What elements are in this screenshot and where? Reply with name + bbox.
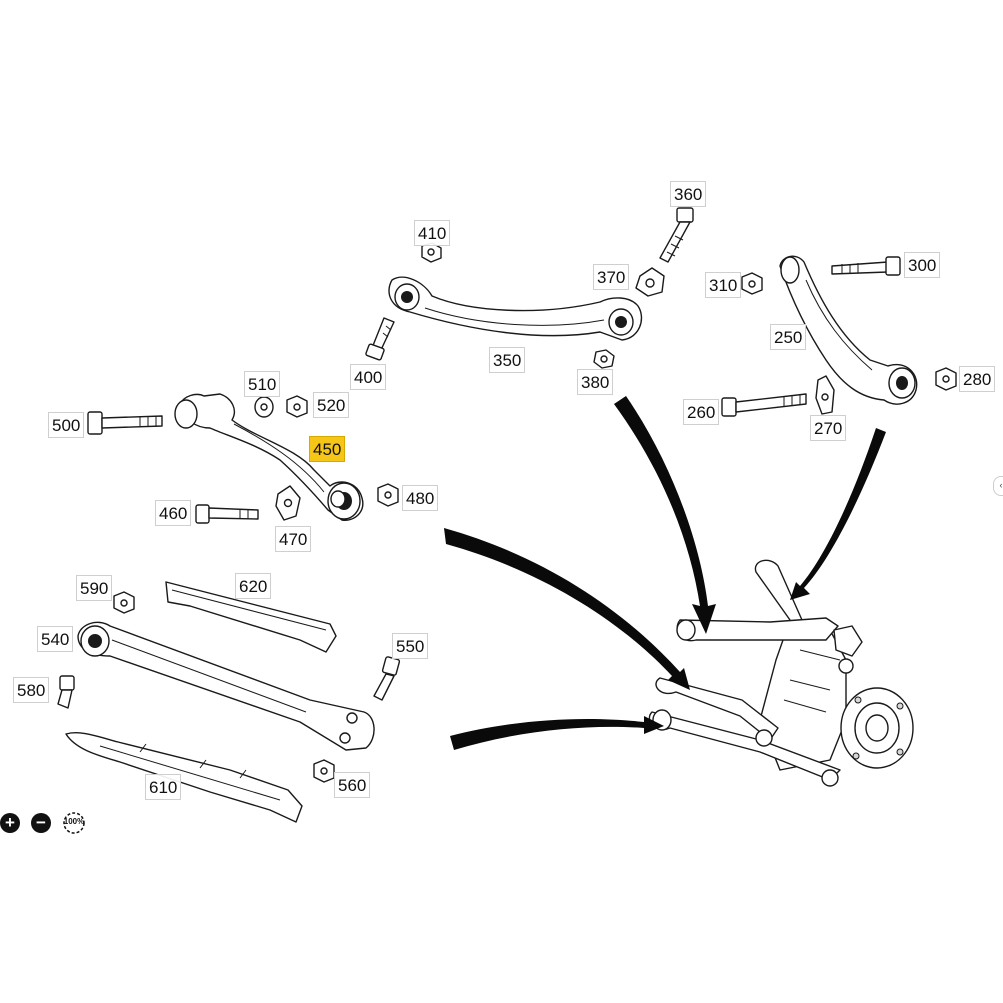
callout-280[interactable]: 280 xyxy=(959,366,996,392)
part-260-bolt[interactable] xyxy=(721,393,807,417)
callout-500[interactable]: 500 xyxy=(48,412,85,438)
zoom-reset-label: 100% xyxy=(63,817,85,826)
callout-610[interactable]: 610 xyxy=(145,774,182,800)
callout-300[interactable]: 300 xyxy=(904,252,941,278)
part-460-bolt[interactable] xyxy=(195,504,259,524)
part-350-upper-link[interactable] xyxy=(388,276,643,341)
part-610-underbody-panel[interactable] xyxy=(65,732,303,823)
callout-380[interactable]: 380 xyxy=(577,369,614,395)
part-520-nut[interactable] xyxy=(286,395,308,418)
part-360-bolt[interactable] xyxy=(659,207,694,263)
part-510-washer[interactable] xyxy=(254,396,274,418)
callout-450-highlighted[interactable]: 450 xyxy=(309,436,346,462)
assembled-axle-view xyxy=(648,559,914,787)
zoom-reset-button[interactable]: 100% xyxy=(61,811,87,835)
zoom-reset-icon xyxy=(63,812,85,834)
callout-260[interactable]: 260 xyxy=(683,399,720,425)
callout-590[interactable]: 590 xyxy=(76,575,113,601)
callout-410[interactable]: 410 xyxy=(414,220,451,246)
part-400-bolt[interactable] xyxy=(365,317,395,361)
callout-360[interactable]: 360 xyxy=(670,181,707,207)
callout-460[interactable]: 460 xyxy=(155,500,192,526)
callout-540[interactable]: 540 xyxy=(37,626,74,652)
side-panel-handle[interactable]: ‹ xyxy=(993,476,1003,496)
part-480-nut[interactable] xyxy=(377,483,399,507)
part-550-bolt[interactable] xyxy=(373,656,401,701)
part-450-control-arm[interactable] xyxy=(174,393,364,521)
zoom-in-button[interactable]: + xyxy=(0,813,20,833)
zoom-out-button[interactable]: − xyxy=(31,813,51,833)
callout-270[interactable]: 270 xyxy=(810,415,847,441)
leader-arrows xyxy=(444,396,886,750)
callout-400[interactable]: 400 xyxy=(350,364,387,390)
part-560-nut[interactable] xyxy=(313,759,335,783)
part-470-eccentric-plate[interactable] xyxy=(275,485,301,521)
part-310-nut[interactable] xyxy=(741,272,763,295)
part-540-lower-link[interactable] xyxy=(77,621,375,751)
part-270-eccentric-plate[interactable] xyxy=(815,375,835,415)
callout-560[interactable]: 560 xyxy=(334,772,371,798)
part-500-bolt[interactable] xyxy=(87,411,163,435)
part-380-nut[interactable] xyxy=(593,349,615,369)
callout-370[interactable]: 370 xyxy=(593,264,630,290)
callout-350[interactable]: 350 xyxy=(489,347,526,373)
callout-550[interactable]: 550 xyxy=(392,633,429,659)
part-620-cover[interactable] xyxy=(165,581,337,653)
callout-470[interactable]: 470 xyxy=(275,526,312,552)
part-300-bolt[interactable] xyxy=(831,256,901,276)
callout-620[interactable]: 620 xyxy=(235,573,272,599)
part-590-nut[interactable] xyxy=(113,591,135,614)
callout-510[interactable]: 510 xyxy=(244,371,281,397)
part-370-eccentric-washer[interactable] xyxy=(635,267,665,297)
callout-310[interactable]: 310 xyxy=(705,272,742,298)
part-250-control-arm[interactable] xyxy=(779,255,918,405)
part-280-nut[interactable] xyxy=(935,367,957,391)
callout-520[interactable]: 520 xyxy=(313,392,350,418)
callout-580[interactable]: 580 xyxy=(13,677,50,703)
callout-480[interactable]: 480 xyxy=(402,485,439,511)
callout-250[interactable]: 250 xyxy=(770,324,807,350)
part-580-bolt[interactable] xyxy=(57,675,75,709)
